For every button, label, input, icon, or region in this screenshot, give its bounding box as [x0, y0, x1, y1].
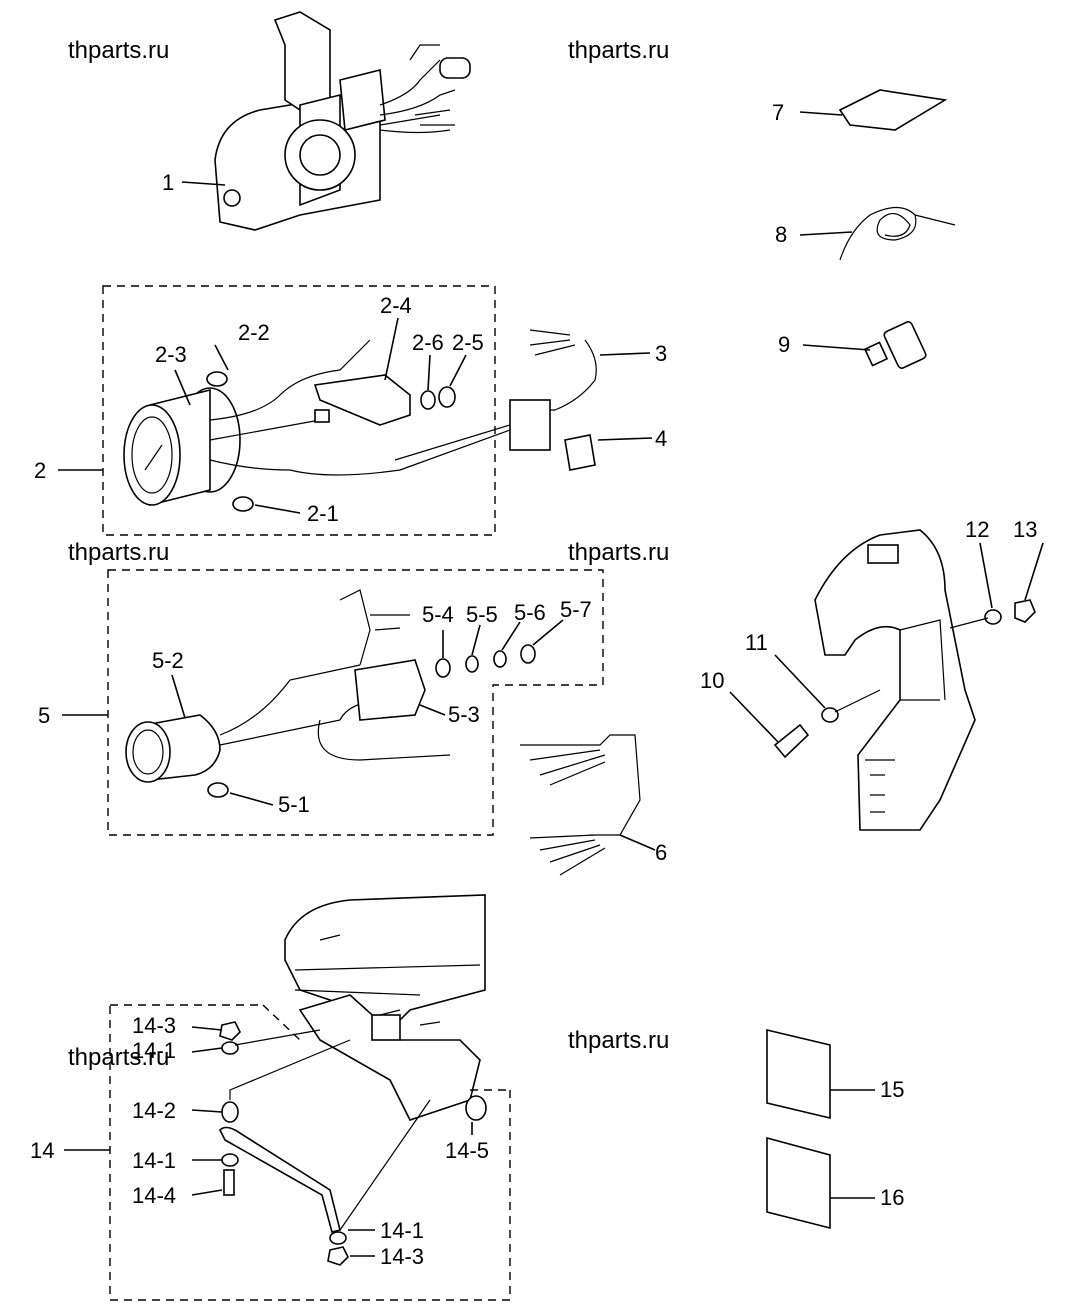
bulb-2-1[interactable]: [232, 496, 254, 512]
watermark: thparts.ru: [68, 37, 169, 64]
callout-3: 3: [655, 341, 667, 366]
callout-2-2: 2-2: [238, 320, 270, 345]
wire-harness-3[interactable]: [394, 329, 597, 471]
callout-15: 15: [880, 1077, 904, 1102]
group-box-14: [109, 1004, 511, 1301]
bulb-2-2[interactable]: [206, 371, 228, 387]
spacer-14-2[interactable]: [221, 1101, 239, 1123]
callout-2-3: 2-3: [155, 342, 187, 367]
callout-14: 14: [30, 1138, 54, 1163]
callout-5-2: 5-2: [152, 648, 184, 673]
callout-14-3b: 14-3: [380, 1244, 424, 1269]
nut-14-3a[interactable]: [219, 1021, 241, 1041]
callout-14-1a: 14-1: [132, 1038, 176, 1063]
callout-5-6: 5-6: [514, 600, 546, 625]
washer-14-1a[interactable]: [221, 1041, 239, 1055]
watermark: thparts.ru: [68, 1044, 169, 1071]
nut-2-5[interactable]: [438, 386, 456, 408]
callout-13: 13: [1013, 517, 1037, 542]
callout-2-1: 2-1: [307, 501, 339, 526]
bracket-5-3[interactable]: [354, 659, 426, 721]
washer-2-6[interactable]: [420, 390, 436, 410]
clamp-bracket[interactable]: [814, 529, 976, 831]
group-box-5: [107, 569, 604, 836]
connector-4[interactable]: [564, 434, 596, 471]
callout-5-5: 5-5: [466, 602, 498, 627]
bolt-14-4[interactable]: [223, 1169, 235, 1196]
callout-6: 6: [655, 840, 667, 865]
callout-5-7: 5-7: [560, 597, 592, 622]
remote-control-box[interactable]: [214, 11, 471, 231]
callout-5: 5: [38, 703, 50, 728]
watermark: thparts.ru: [568, 1027, 669, 1054]
washer-14-1c[interactable]: [329, 1231, 347, 1245]
watermark: thparts.ru: [568, 37, 669, 64]
stopper-9[interactable]: [863, 321, 927, 370]
callout-14-5: 14-5: [445, 1138, 489, 1163]
callout-14-3a: 14-3: [132, 1013, 176, 1038]
callout-11: 11: [745, 630, 768, 655]
washer-5-6[interactable]: [493, 650, 507, 668]
bulb-5-1[interactable]: [207, 782, 229, 798]
washer-12[interactable]: [984, 609, 1002, 625]
cap-14-5[interactable]: [465, 1095, 487, 1121]
wire-harness-5[interactable]: [317, 589, 451, 761]
callout-7: 7: [772, 100, 784, 125]
callout-8: 8: [775, 222, 787, 247]
washer-11[interactable]: [821, 707, 839, 723]
trim-meter-gauge[interactable]: [125, 664, 391, 783]
bracket-2-4[interactable]: [313, 374, 411, 426]
callout-5-4: 5-4: [422, 602, 454, 627]
washer-5-5[interactable]: [465, 655, 479, 673]
pad-7[interactable]: [838, 89, 948, 131]
callout-2: 2: [34, 458, 46, 483]
spring-8[interactable]: [839, 206, 956, 261]
watermark: thparts.ru: [68, 539, 169, 566]
callout-1: 1: [162, 170, 174, 195]
callout-2-4: 2-4: [380, 293, 412, 318]
watermark: thparts.ru: [568, 539, 669, 566]
callout-5-3: 5-3: [448, 702, 480, 727]
nut-14-3b[interactable]: [327, 1246, 349, 1266]
label-plate-16[interactable]: [766, 1136, 831, 1230]
washer-5-4[interactable]: [435, 658, 451, 678]
callout-4: 4: [655, 426, 667, 451]
ground-lead[interactable]: [219, 1126, 341, 1233]
callout-16: 16: [880, 1185, 904, 1210]
callout-14-2: 14-2: [132, 1098, 176, 1123]
nut-5-7[interactable]: [520, 644, 536, 664]
callout-14-1b: 14-1: [132, 1148, 176, 1173]
label-plate-15[interactable]: [766, 1028, 831, 1120]
tachometer-gauge[interactable]: [123, 339, 401, 507]
callout-14-1c: 14-1: [380, 1218, 424, 1243]
callout-9: 9: [778, 332, 790, 357]
callout-12: 12: [965, 517, 989, 542]
callout-10: 10: [700, 668, 724, 693]
callout-14-4: 14-4: [132, 1183, 176, 1208]
callout-5-1: 5-1: [278, 792, 310, 817]
callout-2-5: 2-5: [452, 330, 484, 355]
bolt-10[interactable]: [773, 723, 810, 759]
engine-cowling: [284, 894, 486, 1121]
nut-13[interactable]: [1014, 599, 1036, 623]
callout-2-6: 2-6: [412, 330, 444, 355]
washer-14-1b[interactable]: [221, 1153, 239, 1167]
extension-harness-6[interactable]: [520, 734, 641, 876]
